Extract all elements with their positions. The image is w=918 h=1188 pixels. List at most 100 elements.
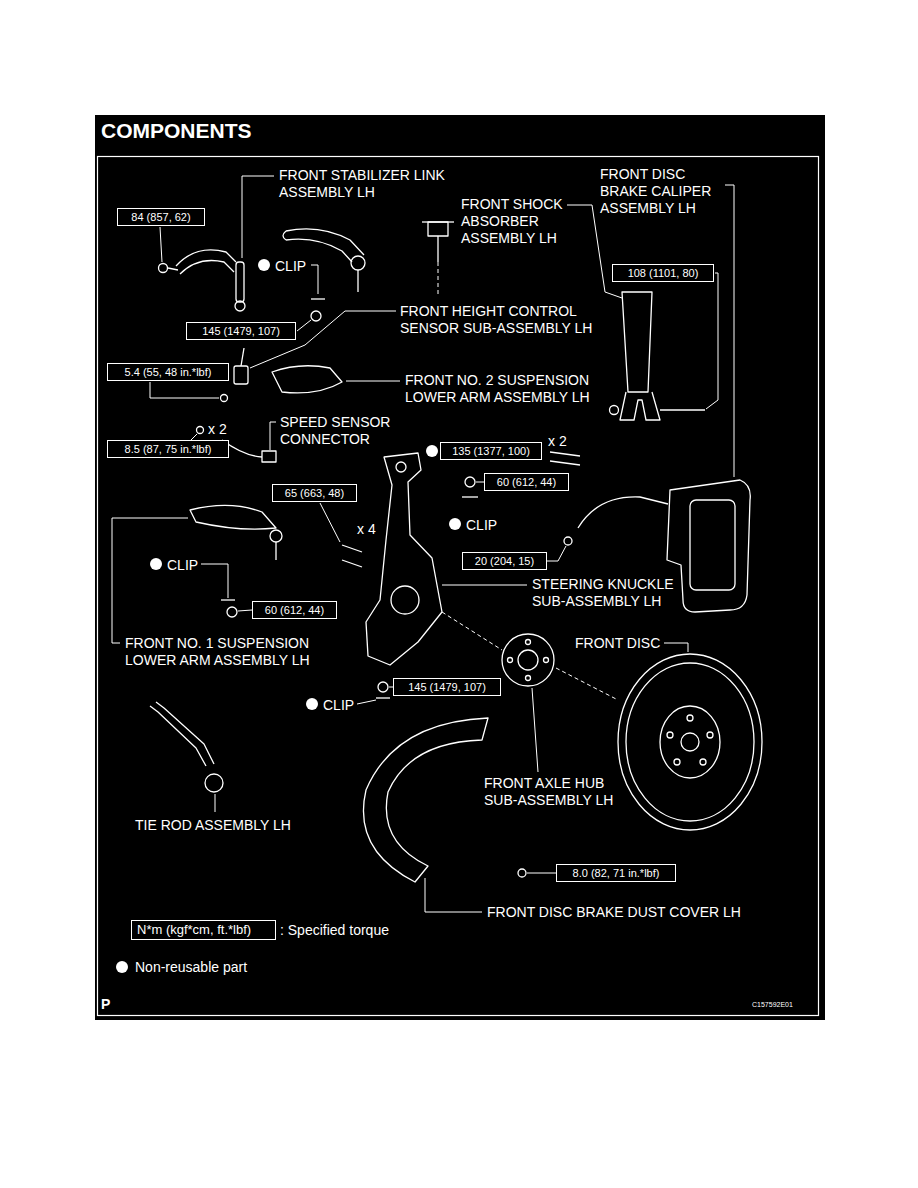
part-name: STEERING KNUCKLE SUB-ASSEMBLY LH	[532, 576, 692, 610]
leader-line	[215, 794, 216, 812]
non-reusable-dot	[258, 259, 270, 271]
part-drawing	[366, 453, 442, 665]
part-drawing	[667, 732, 673, 738]
part-drawing	[221, 395, 228, 402]
torque-box: 145 (1479, 107)	[393, 678, 501, 696]
part-drawing	[311, 311, 321, 321]
torque-value: 145 (1479, 107)	[202, 324, 280, 338]
leader-line	[476, 482, 484, 483]
part-drawing	[176, 250, 236, 266]
leader-line	[357, 700, 376, 704]
part-name: TIE ROD ASSEMBLY LH	[135, 817, 291, 834]
part-drawing	[234, 366, 248, 384]
torque-box: 60 (612, 44)	[252, 601, 337, 619]
part-drawing	[275, 542, 276, 560]
torque-box: N*m (kgf*cm, ft.*lbf)	[131, 920, 276, 940]
part-drawing	[150, 706, 206, 766]
leader-line	[242, 176, 274, 258]
part-name: CLIP	[466, 517, 497, 534]
part-drawing	[357, 270, 358, 292]
leader-line	[150, 382, 219, 398]
torque-value: 65 (663, 48)	[285, 486, 344, 500]
part-drawing	[700, 759, 706, 765]
part-drawing	[286, 229, 364, 255]
figure-code: C157592E01	[752, 1000, 793, 1009]
leader-line	[320, 503, 340, 542]
quantity: x 2	[208, 421, 227, 438]
torque-box: 145 (1479, 107)	[186, 322, 296, 340]
part-drawing	[518, 650, 538, 670]
part-drawing	[168, 268, 178, 270]
part-drawing	[150, 222, 762, 882]
part-drawing	[378, 682, 388, 692]
part-drawing	[690, 500, 735, 590]
non-reusable-dot	[449, 518, 461, 530]
legend-text: : Specified torque	[280, 922, 389, 939]
part-drawing	[422, 221, 454, 222]
part-drawing	[578, 497, 668, 528]
part-drawing	[311, 298, 325, 299]
torque-value: 60 (612, 44)	[265, 603, 324, 617]
torque-value: 84 (857, 62)	[131, 210, 190, 224]
torque-value: 60 (612, 44)	[497, 475, 556, 489]
part-drawing	[262, 451, 276, 462]
part-drawing	[270, 530, 282, 542]
torque-box: 108 (1101, 80)	[612, 264, 714, 282]
part-drawing	[610, 406, 619, 415]
leader-line	[567, 205, 622, 298]
part-drawing	[626, 663, 754, 821]
part-drawing	[550, 461, 580, 465]
torque-value: 8.0 (82, 71 in.*lbf)	[573, 866, 660, 880]
part-drawing	[159, 264, 168, 273]
torque-value: 8.5 (87, 75 in.*lbf)	[125, 442, 212, 456]
part-name: CLIP	[275, 258, 306, 275]
part-name: FRONT AXLE HUB SUB-ASSEMBLY LH	[484, 775, 634, 809]
part-drawing	[283, 231, 286, 240]
leader-line	[725, 185, 734, 477]
part-drawing	[363, 718, 488, 882]
legend-text: Non-reusable part	[135, 959, 247, 976]
part-name: FRONT DISC	[575, 635, 660, 652]
torque-box: 20 (204, 15)	[462, 552, 547, 570]
part-drawing	[437, 236, 438, 262]
part-drawing	[687, 715, 693, 721]
page-mark: P	[101, 996, 110, 1013]
part-drawing	[518, 869, 526, 877]
part-drawing	[550, 452, 580, 456]
non-reusable-dot	[426, 445, 438, 457]
assembly-line	[438, 262, 439, 296]
leader-line	[527, 873, 556, 874]
part-name: CLIP	[323, 697, 354, 714]
leader-line	[201, 564, 228, 598]
part-name: FRONT SHOCK ABSORBER ASSEMBLY LH	[461, 196, 573, 247]
leader-line	[112, 518, 188, 643]
legend-swatch	[116, 961, 128, 973]
leader-line	[442, 585, 527, 586]
part-drawing	[227, 607, 237, 617]
part-drawing	[544, 658, 549, 663]
part-name: FRONT NO. 1 SUSPENSION LOWER ARM ASSEMBL…	[125, 635, 325, 669]
part-drawing	[272, 366, 342, 393]
torque-box: 65 (663, 48)	[272, 484, 357, 502]
part-drawing	[508, 658, 513, 663]
leader-line	[547, 546, 566, 561]
torque-box: 8.5 (87, 75 in.*lbf)	[107, 440, 229, 458]
quantity: x 2	[548, 433, 567, 450]
part-drawing	[156, 702, 214, 764]
part-drawing	[221, 599, 235, 600]
torque-value: 145 (1479, 107)	[408, 680, 486, 694]
part-drawing	[462, 496, 478, 497]
part-drawing	[667, 480, 750, 612]
part-drawing	[526, 676, 531, 681]
part-drawing	[342, 545, 362, 552]
page-title: COMPONENTS	[101, 119, 252, 143]
part-name: FRONT DISC BRAKE DUST COVER LH	[487, 904, 741, 921]
part-drawing	[396, 462, 406, 472]
part-drawing	[622, 292, 652, 392]
leader-line	[346, 381, 400, 382]
part-drawing	[526, 640, 531, 645]
part-name: SPEED SENSOR CONNECTOR	[280, 414, 398, 448]
quantity: x 4	[357, 521, 376, 538]
